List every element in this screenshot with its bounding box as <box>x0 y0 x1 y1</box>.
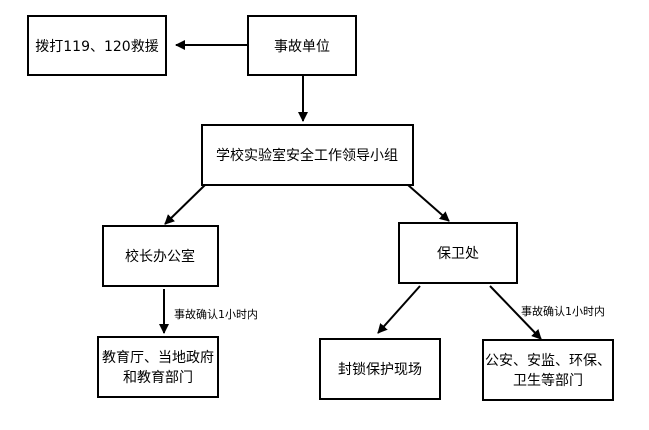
edge-label-security-to-police: 事故确认1小时内 <box>521 304 605 318</box>
node-police-depts-line1: 公安、安监、环保、 <box>485 353 611 369</box>
node-police-depts: 公安、安监、环保、 卫生等部门 <box>482 339 614 401</box>
node-police-depts-line2: 卫生等部门 <box>513 372 583 389</box>
node-safety-group: 学校实验室安全工作领导小组 <box>201 124 414 186</box>
edge-group-to-principal <box>164 184 206 225</box>
node-seal-site: 封锁保护现场 <box>319 338 441 400</box>
node-security-dept-label: 保卫处 <box>437 246 479 262</box>
edge-group-to-security <box>407 184 450 222</box>
node-accident-unit: 事故单位 <box>247 15 357 76</box>
edge-security-to-seal <box>377 285 421 334</box>
node-call-rescue: 拨打119、120救援 <box>27 15 167 76</box>
node-education-bureau: 教育厅、当地政府 和教育部门 <box>97 336 219 398</box>
node-call-rescue-label: 拨打119、120救援 <box>35 38 158 55</box>
edge-security-to-police <box>489 285 542 340</box>
node-accident-unit-label: 事故单位 <box>274 39 330 55</box>
edge-label-principal-to-education: 事故确认1小时内 <box>174 307 258 321</box>
node-seal-site-label: 封锁保护现场 <box>338 362 422 378</box>
node-safety-group-label: 学校实验室安全工作领导小组 <box>216 147 398 164</box>
node-principal-office: 校长办公室 <box>102 225 219 287</box>
node-education-bureau-line2: 和教育部门 <box>123 370 193 386</box>
node-principal-office-label: 校长办公室 <box>125 248 195 265</box>
node-security-dept: 保卫处 <box>398 222 518 284</box>
node-education-bureau-line1: 教育厅、当地政府 <box>102 350 214 366</box>
